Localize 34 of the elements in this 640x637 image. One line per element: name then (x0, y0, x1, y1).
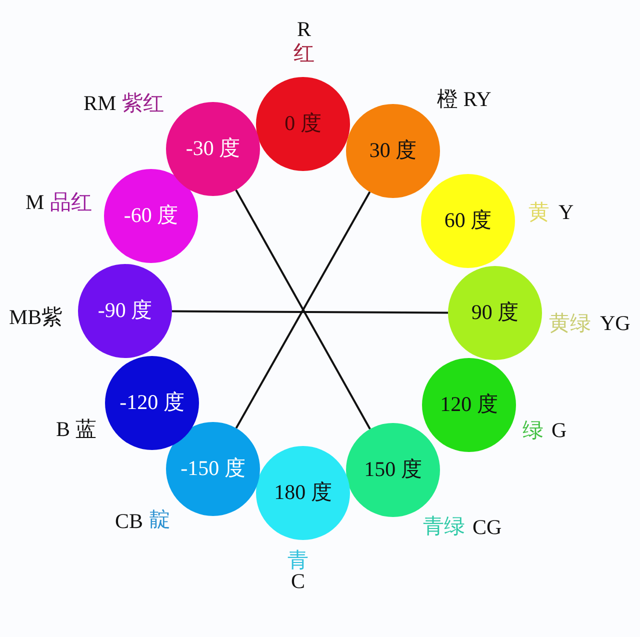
hue-name: 橙 RY (437, 88, 492, 111)
degree-label: 150 度 (364, 458, 422, 482)
hue-name: 黄绿 (549, 312, 591, 335)
degree-label: -150 度 (180, 457, 246, 481)
hue-name: 青 (288, 548, 308, 572)
hue-name: M (26, 190, 44, 214)
degree-label: -60 度 (124, 204, 178, 228)
degree-label: 120 度 (440, 393, 498, 417)
hue-name: B 蓝 (56, 418, 96, 441)
hue-name: YG (600, 312, 630, 335)
hue-name: G (552, 418, 567, 442)
degree-label: -120 度 (120, 391, 184, 415)
degree-label: 30 度 (369, 139, 417, 163)
connector-line (172, 310, 448, 314)
degree-label: 60 度 (444, 209, 492, 233)
degree-label: 0 度 (284, 112, 322, 136)
hue-name: Y (558, 200, 574, 224)
hue-name: 品红 (50, 190, 92, 214)
degree-label: 180 度 (274, 481, 332, 505)
hue-name: 绿 (522, 418, 544, 442)
degree-label: 90 度 (471, 301, 519, 325)
hue-name: RM (84, 92, 116, 115)
degree-label: -30 度 (186, 137, 240, 161)
hue-name: 黄 (528, 200, 550, 224)
hue-name: R (297, 18, 312, 41)
hue-name: MB紫 (9, 306, 63, 329)
hue-name: C (291, 570, 306, 593)
hue-name: 红 (294, 42, 314, 65)
hue-name: 紫红 (122, 92, 164, 115)
hue-name: CB (115, 510, 144, 533)
hue-name: 青绿 (423, 514, 465, 538)
hue-name: 靛 (150, 508, 170, 531)
hue-name: CG (472, 516, 502, 539)
degree-label: -90 度 (98, 299, 152, 323)
